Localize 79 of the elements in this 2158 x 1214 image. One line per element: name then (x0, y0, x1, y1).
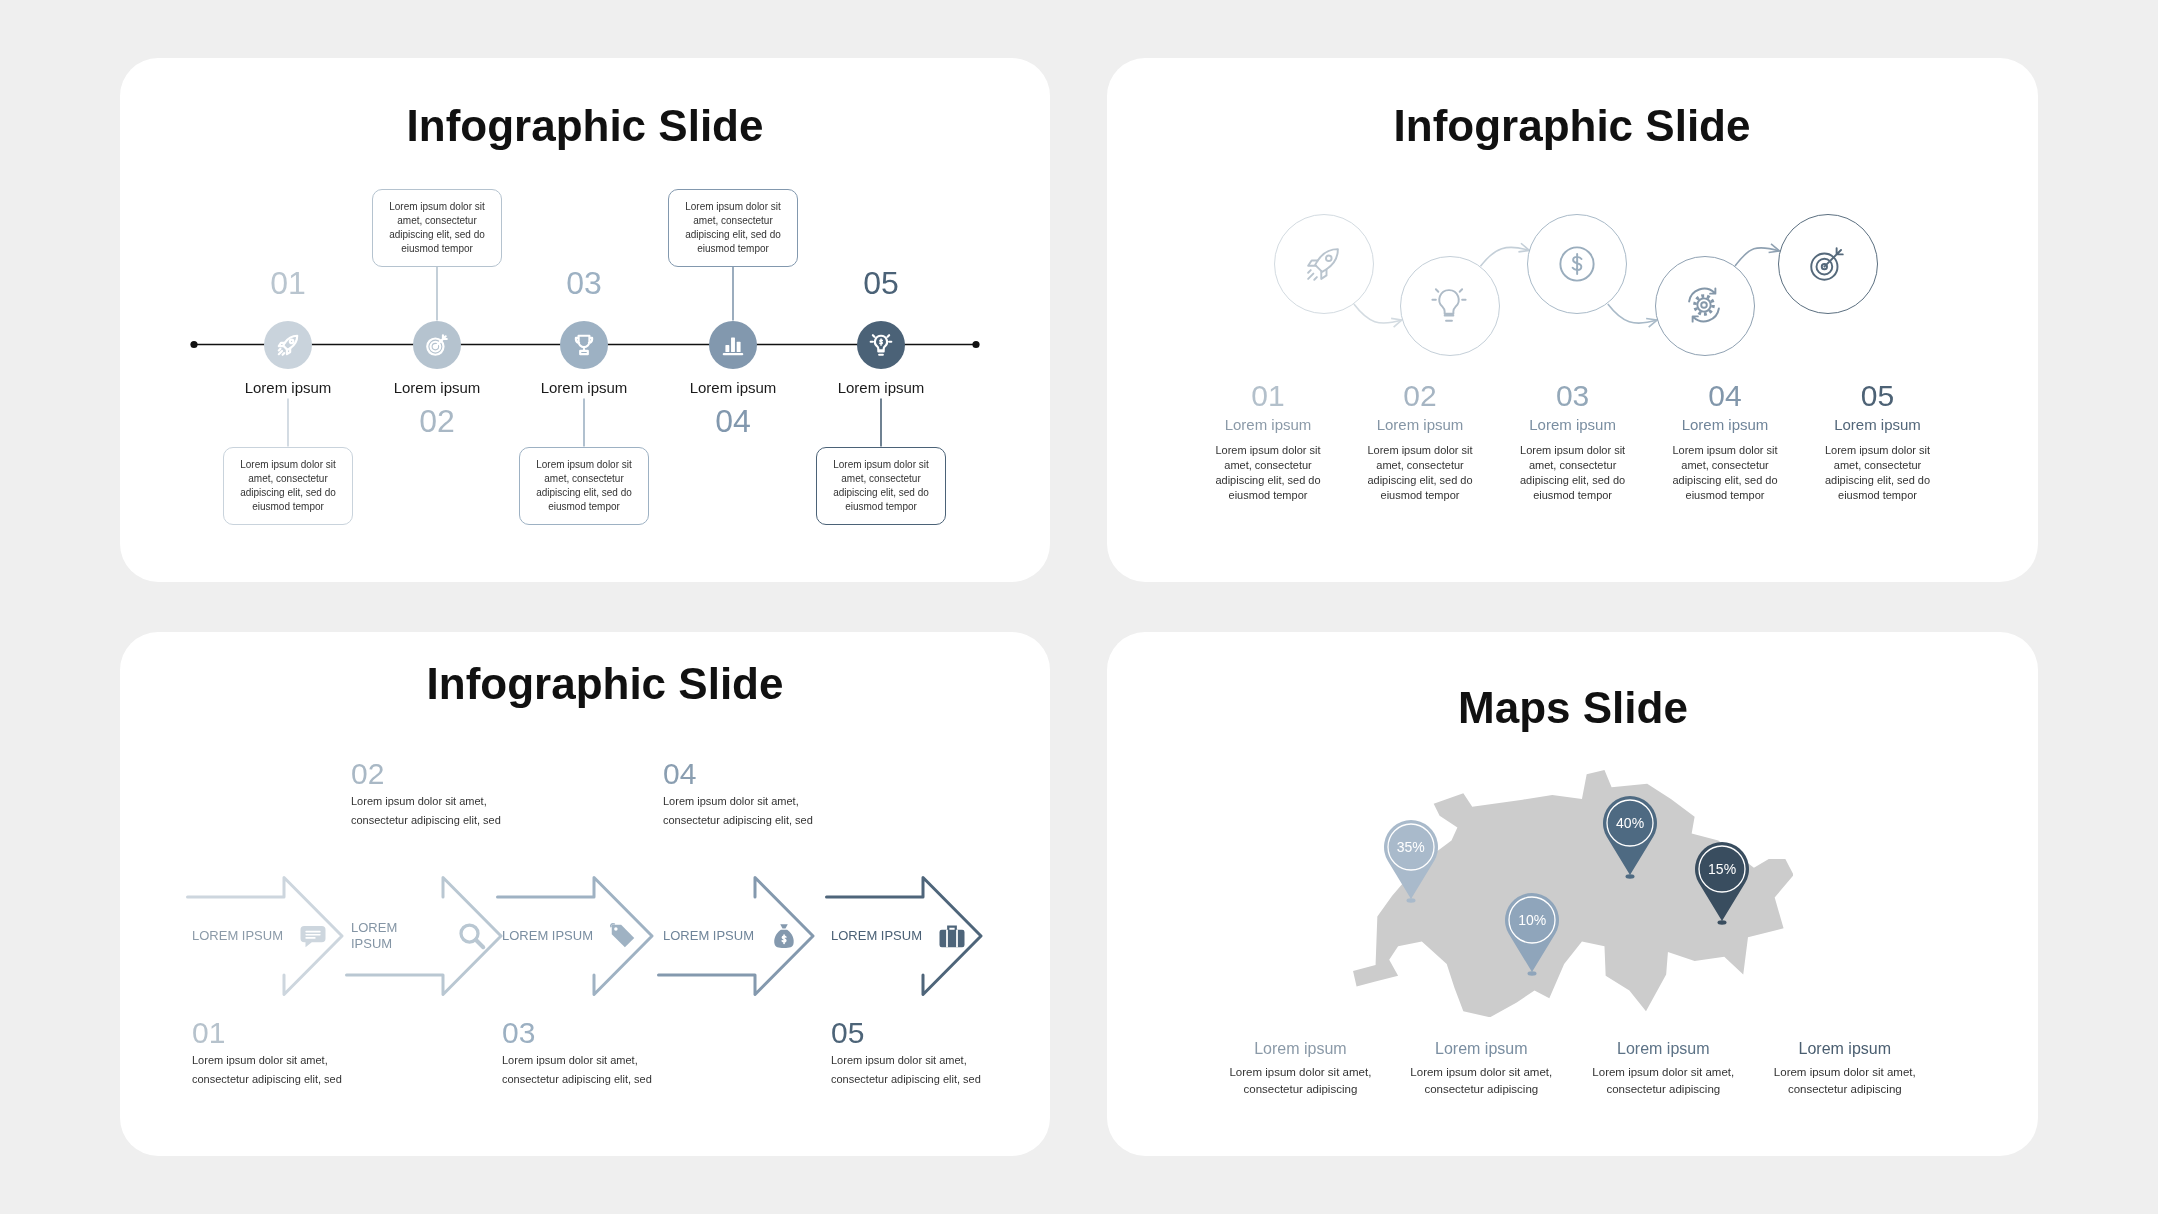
slide-card (1107, 58, 2038, 582)
step-title: Lorem ipsum (1529, 414, 1616, 435)
step-number: 02 (419, 402, 455, 439)
connector-line (287, 397, 289, 448)
info-text: Lorem ipsum dolor sit amet, consectetur adipiscing elit, sed do eiusmod tempor (388, 199, 486, 256)
step-description: Lorem ipsum dolor sit amet, consectetur adipiscing elit, sed do eiusmod tempor (1823, 442, 1932, 504)
info-text: Lorem ipsum dolor sit amet, consectetur adipiscing elit, sed do eiusmod tempor (535, 457, 633, 514)
curved-arrow (1353, 303, 1403, 328)
info-card (668, 188, 798, 267)
step-number: 05 (1860, 378, 1895, 414)
step-description: Lorem ipsum dolor sit amet, consectetur adipiscing elit, sed (351, 794, 501, 828)
step-title: Lorem ipsum (837, 377, 925, 398)
step-title: Lorem ipsum (244, 377, 332, 398)
connector-line (436, 265, 438, 322)
step-label: LOREM IPSUM (831, 928, 922, 944)
step-description: Lorem ipsum dolor sit amet, consectetur adipiscing elit, sed do eiusmod tempor (1214, 442, 1322, 504)
curved-arrow (1607, 303, 1658, 328)
column-heading: Lorem ipsum (1435, 1039, 1528, 1059)
step-number: 04 (1708, 378, 1742, 414)
info-card (372, 188, 502, 267)
connector-line (732, 265, 734, 322)
column-heading: Lorem ipsum (1617, 1039, 1710, 1059)
step-number: 03 (1555, 378, 1590, 414)
step-number: 01 (192, 1015, 226, 1051)
connector-line (880, 397, 882, 448)
pin-value: 35% (1396, 838, 1425, 857)
step-title: Lorem ipsum (540, 377, 628, 398)
slide-title: Maps Slide (1458, 682, 1688, 734)
pin-value: 40% (1616, 814, 1645, 832)
step-label: LOREM IPSUM (502, 928, 593, 944)
step-title: Lorem ipsum (1834, 414, 1921, 435)
step-description: Lorem ipsum dolor sit amet, consectetur adipiscing elit, sed (831, 1053, 981, 1087)
step-title: Lorem ipsum (1224, 414, 1312, 435)
step-label: LOREM IPSUM (192, 928, 283, 944)
pin-value: 15% (1708, 860, 1737, 879)
step-number: 04 (715, 402, 751, 439)
column-text: Lorem ipsum dolor sit amet, consectetur adipiscing (1228, 1065, 1373, 1097)
step-number: 03 (566, 264, 602, 301)
step-description: Lorem ipsum dolor sit amet, consectetur adipiscing elit, sed do eiusmod tempor (1519, 442, 1627, 504)
slide-card (1107, 632, 2038, 1156)
curved-arrow (1479, 242, 1531, 268)
step-description: Lorem ipsum dolor sit amet, consectetur adipiscing elit, sed do eiusmod tempor (1366, 442, 1474, 504)
step-number: 01 (1251, 378, 1285, 414)
connector-line (583, 397, 585, 448)
step-description: Lorem ipsum dolor sit amet, consectetur adipiscing elit, sed (192, 1053, 342, 1087)
step-number: 02 (351, 756, 385, 792)
step-title: Lorem ipsum (1681, 414, 1769, 435)
info-card (223, 446, 353, 525)
column-heading: Lorem ipsum (1798, 1039, 1892, 1059)
step-description: Lorem ipsum dolor sit amet, consectetur adipiscing elit, sed (502, 1053, 652, 1087)
slide-title: Infographic Slide (406, 100, 764, 152)
step-title: Lorem ipsum (393, 377, 481, 398)
step-description: Lorem ipsum dolor sit amet, consectetur adipiscing elit, sed (663, 794, 813, 828)
step-label: LOREM IPSUM (663, 928, 754, 944)
pin-value: 10% (1518, 911, 1547, 930)
info-text: Lorem ipsum dolor sit amet, consectetur adipiscing elit, sed do eiusmod tempor (239, 457, 337, 514)
slide-title: Infographic Slide (1393, 100, 1751, 152)
column-text: Lorem ipsum dolor sit amet, consectetur adipiscing (1409, 1065, 1554, 1097)
step-title: Lorem ipsum (1376, 414, 1464, 435)
info-card (816, 446, 946, 525)
curved-arrow (1734, 243, 1781, 267)
step-number: 02 (1403, 378, 1437, 414)
step-label: LOREM IPSUM (351, 920, 399, 952)
column-text: Lorem ipsum dolor sit amet, consectetur adipiscing (1591, 1065, 1736, 1097)
step-number: 05 (863, 264, 899, 301)
slide-card (120, 58, 1050, 582)
column-text: Lorem ipsum dolor sit amet, consectetur adipiscing (1772, 1065, 1917, 1097)
step-description: Lorem ipsum dolor sit amet, consectetur adipiscing elit, sed do eiusmod tempor (1671, 442, 1779, 504)
info-text: Lorem ipsum dolor sit amet, consectetur adipiscing elit, sed do eiusmod tempor (832, 457, 930, 514)
info-text: Lorem ipsum dolor sit amet, consectetur adipiscing elit, sed do eiusmod tempor (684, 199, 782, 256)
step-number: 03 (502, 1015, 536, 1051)
step-number: 04 (663, 756, 697, 792)
step-number: 05 (831, 1015, 865, 1051)
step-title: Lorem ipsum (689, 377, 777, 398)
step-number: 01 (270, 264, 306, 301)
slide-title: Infographic Slide (426, 658, 784, 710)
slide-card (120, 632, 1050, 1156)
info-card (519, 446, 649, 525)
column-heading: Lorem ipsum (1254, 1039, 1347, 1059)
